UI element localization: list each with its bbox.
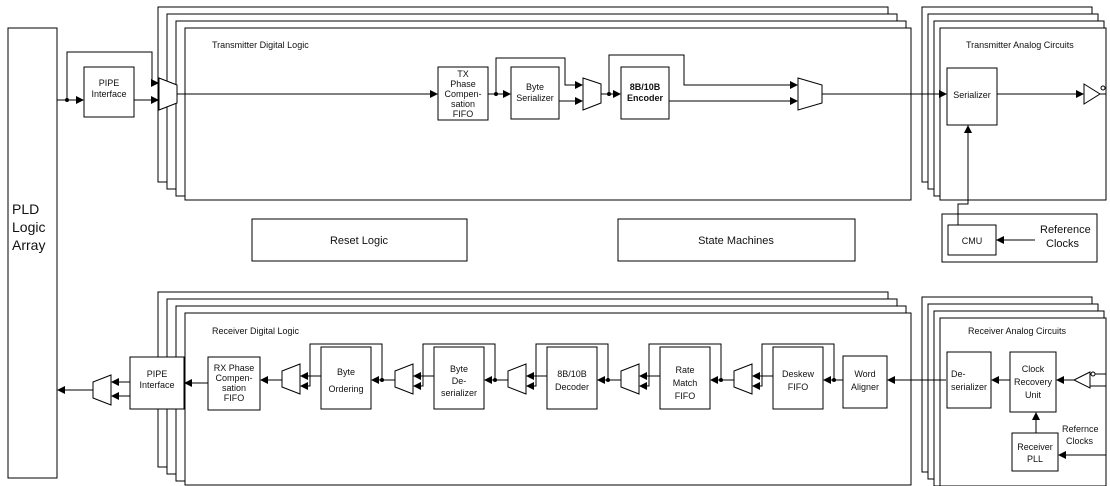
svg-text:Interface: Interface: [91, 89, 126, 99]
rx-wires: [57, 343, 946, 400]
svg-text:Serializer: Serializer: [516, 93, 554, 103]
svg-text:PIPE: PIPE: [147, 369, 168, 379]
rx-phase-comp-fifo: RX Phase Compen- sation FIFO: [207, 356, 261, 411]
svg-text:serializer: serializer: [441, 388, 477, 398]
svg-text:Byte: Byte: [526, 82, 544, 92]
rx-input-buffer: [1072, 371, 1091, 389]
reset-logic-block: Reset Logic: [251, 218, 468, 262]
rx-clock-recovery-unit: Clock Recovery Unit: [1009, 351, 1057, 413]
tx-digital-title: Transmitter Digital Logic: [212, 40, 309, 50]
rx-mux-3: [507, 363, 527, 395]
rx-mux-2: [394, 363, 414, 395]
svg-text:Phase: Phase: [450, 79, 476, 89]
rx-receiver-pll: Receiver PLL: [1011, 432, 1059, 472]
svg-text:De-: De-: [452, 376, 467, 386]
svg-text:8B/10B: 8B/10B: [630, 82, 661, 92]
svg-text:Match: Match: [673, 378, 698, 388]
rx-mux-0: [92, 374, 112, 406]
svg-text:Interface: Interface: [139, 380, 174, 390]
rx-pipe-interface: PIPE Interface: [129, 356, 185, 410]
svg-text:FIFO: FIFO: [453, 109, 474, 119]
svg-text:Decoder: Decoder: [555, 382, 589, 392]
tx-mux2-out-wires: [601, 54, 798, 98]
svg-text:FIFO: FIFO: [224, 393, 245, 403]
rx-deskew-fifo: Deskew FIFO: [772, 346, 824, 410]
svg-text:sation: sation: [451, 99, 475, 109]
svg-text:8B/10B: 8B/10B: [557, 369, 587, 379]
tx-clock-section: CMU Reference Clocks: [941, 125, 1098, 263]
tx-ref-clocks-1: Reference: [1040, 224, 1091, 236]
svg-text:FIFO: FIFO: [788, 382, 809, 392]
cmu-label: CMU: [962, 236, 983, 246]
rx-mux-1: [281, 363, 301, 395]
tx-ref-clocks-2: Clocks: [1046, 238, 1080, 250]
svg-text:TX: TX: [457, 69, 469, 79]
tx-output-buffer: [1083, 83, 1101, 105]
pld-label-3: Array: [12, 237, 45, 253]
svg-text:Aligner: Aligner: [851, 382, 879, 392]
rx-word-aligner: Word Aligner: [842, 355, 888, 409]
rx-byte-ordering: Byte Ordering: [320, 346, 372, 410]
svg-text:PIPE: PIPE: [99, 78, 120, 88]
rx-deserializer: De- serializer: [946, 351, 992, 409]
svg-text:State Machines: State Machines: [698, 235, 774, 247]
rx-8b10b-decoder: 8B/10B Decoder: [546, 346, 598, 410]
svg-text:Byte: Byte: [337, 367, 355, 377]
svg-text:Rate: Rate: [675, 365, 694, 375]
svg-text:RX Phase: RX Phase: [214, 363, 255, 373]
svg-text:PLL: PLL: [1027, 454, 1043, 464]
tx-8b10b-encoder: 8B/10B Encoder: [620, 66, 670, 120]
svg-text:Encoder: Encoder: [627, 93, 664, 103]
rx-rate-match-fifo: Rate Match FIFO: [659, 346, 711, 410]
tx-fifo-out-wires: [488, 57, 583, 98]
svg-text:Deskew: Deskew: [782, 369, 815, 379]
svg-text:Clock: Clock: [1022, 364, 1045, 374]
svg-text:Byte: Byte: [450, 364, 468, 374]
tx-byte-serializer: Byte Serializer: [510, 66, 560, 120]
tx-input-wires: [57, 51, 159, 104]
svg-text:De-: De-: [951, 369, 966, 379]
rx-mux-4: [620, 363, 640, 395]
svg-text:Serializer: Serializer: [953, 90, 991, 100]
svg-text:Unit: Unit: [1025, 390, 1042, 400]
tx-analog-title: Transmitter Analog Circuits: [966, 40, 1074, 50]
svg-text:serializer: serializer: [951, 382, 987, 392]
tx-mux-1: [158, 77, 178, 111]
rx-ref-clocks-2: Clocks: [1066, 436, 1094, 446]
svg-text:Compen-: Compen-: [215, 373, 252, 383]
rx-digital-title: Receiver Digital Logic: [212, 326, 300, 336]
svg-text:Ordering: Ordering: [328, 384, 363, 394]
pld-label-2: Logic: [12, 219, 45, 235]
pld-label-1: PLD: [12, 201, 39, 217]
state-machines-block: State Machines: [617, 218, 856, 262]
svg-text:Recovery: Recovery: [1014, 377, 1053, 387]
svg-text:Receiver: Receiver: [1017, 442, 1053, 452]
rx-mux-5: [733, 363, 753, 395]
tx-pipe-interface: PIPE Interface: [83, 66, 135, 118]
svg-text:Reset Logic: Reset Logic: [330, 235, 389, 247]
tx-phase-comp-fifo: TX Phase Compen- sation FIFO: [437, 66, 489, 121]
svg-text:sation: sation: [222, 383, 246, 393]
rx-ref-clocks-1: Refernce: [1062, 424, 1099, 434]
rx-byte-deserializer: Byte De- serializer: [433, 346, 485, 410]
tx-mux-3: [797, 77, 823, 111]
tx-serializer: Serializer: [946, 67, 998, 126]
svg-text:FIFO: FIFO: [675, 391, 696, 401]
svg-text:Compen-: Compen-: [444, 89, 481, 99]
tx-mux-2: [582, 77, 602, 111]
pld-logic-array: PLD Logic Array: [7, 27, 58, 479]
svg-text:Word: Word: [854, 369, 875, 379]
rx-analog-title: Receiver Analog Circuits: [968, 326, 1067, 336]
